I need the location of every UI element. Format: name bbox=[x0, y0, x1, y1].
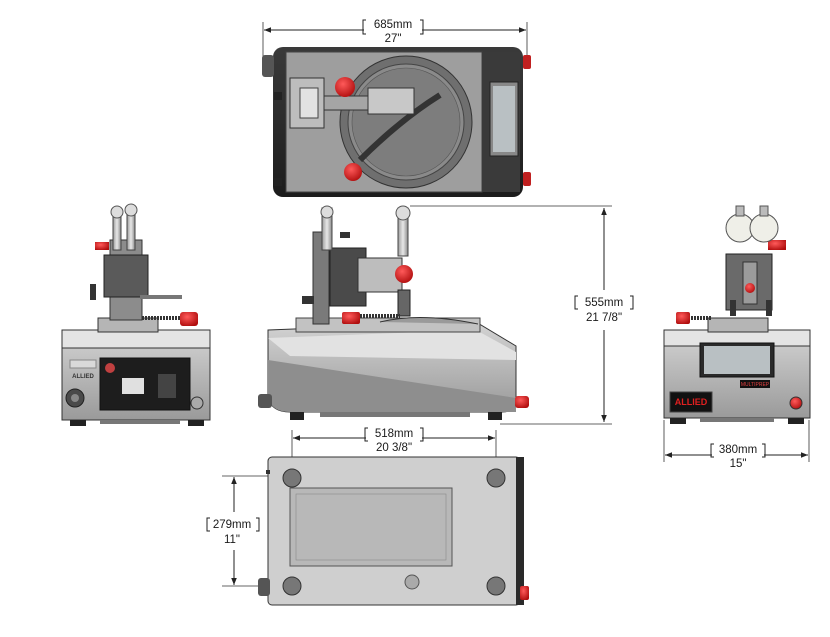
height-metric: 555mm bbox=[585, 297, 623, 309]
footprint-width-metric: 518mm bbox=[375, 428, 413, 440]
right-view-logo: ALLIED bbox=[675, 397, 708, 407]
dimension-footprint-depth: 279mm 11" bbox=[206, 475, 290, 587]
left-view-logo: ALLIED bbox=[72, 374, 94, 380]
top-width-metric: 685mm bbox=[374, 19, 412, 31]
front-width-imperial: 15" bbox=[730, 458, 747, 470]
left-side-view: ALLIED bbox=[61, 203, 211, 426]
bottom-view: 518mm 20 3/8" 279mm 11" bbox=[206, 427, 529, 606]
footprint-depth-imperial: 11" bbox=[224, 534, 240, 546]
bottom-view-panel bbox=[289, 487, 453, 567]
front-width-metric: 380mm bbox=[719, 444, 757, 456]
dimension-front-width: 380mm 15" bbox=[663, 420, 810, 470]
center-side-view: 555mm 21 7/8" bbox=[258, 205, 634, 425]
height-imperial: 21 7/8" bbox=[586, 312, 622, 324]
right-view-sublabel: MULTIPREP bbox=[741, 382, 770, 388]
top-view-port bbox=[262, 55, 274, 77]
footprint-depth-metric: 279mm bbox=[213, 519, 251, 531]
right-front-view: 380mm 15" MULTIPREP ALLIED bbox=[663, 205, 811, 470]
top-view: 685mm 27" bbox=[262, 19, 531, 197]
dimension-footprint-width: 518mm 20 3/8" bbox=[291, 427, 497, 460]
dimension-height: 555mm 21 7/8" bbox=[410, 205, 634, 425]
top-width-imperial: 27" bbox=[385, 33, 402, 45]
dimension-top-width: 685mm 27" bbox=[262, 19, 528, 60]
footprint-width-imperial: 20 3/8" bbox=[376, 442, 412, 454]
